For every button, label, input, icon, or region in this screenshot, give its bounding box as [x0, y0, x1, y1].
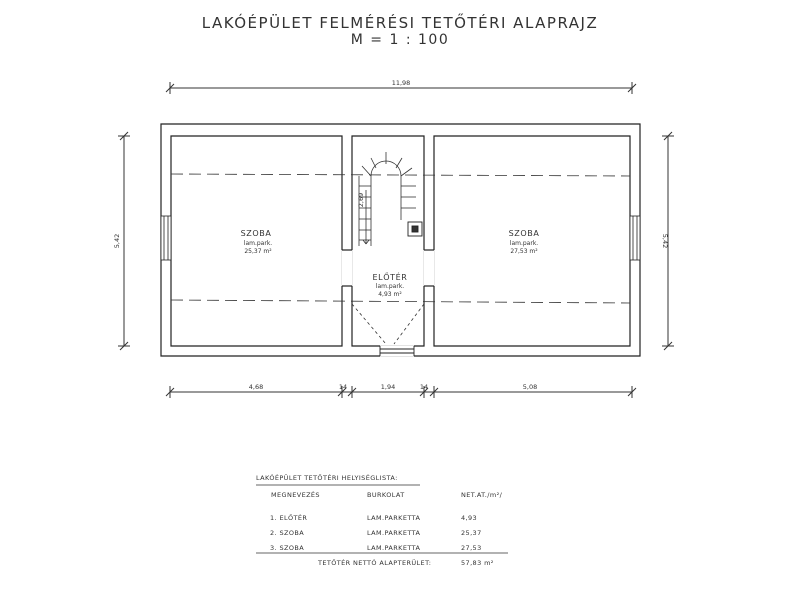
roof-line-upper: [170, 173, 631, 177]
drawing-scale: M = 1 : 100: [350, 32, 450, 48]
entrance-opening: [380, 345, 414, 357]
roof-line-lower: [170, 299, 631, 304]
building-walls: [160, 123, 641, 357]
dim-right-height: 5,42: [661, 234, 669, 248]
dim-bottom-4: 14: [420, 383, 428, 391]
dim-bottom-5: 5,08: [523, 383, 537, 391]
schedule-total-value: 57,83 m²: [461, 559, 494, 567]
schedule-col-name: MEGNEVEZÉS: [271, 491, 320, 499]
window-right: [629, 215, 641, 261]
schedule-total-label: TETŐTÉR NETTÓ ALAPTERÜLET:: [318, 559, 432, 567]
hall-door-swing: [351, 303, 425, 345]
dim-bottom-1: 4,68: [249, 383, 263, 391]
schedule-row-1-area: 4,93: [461, 514, 478, 522]
room-right-floor: lam.park.: [510, 240, 539, 247]
dim-overall-width: 11,98: [392, 79, 411, 87]
room-right-area: 27,53 m²: [510, 248, 538, 255]
schedule-row-3-name: 3. SZOBA: [270, 544, 305, 552]
staircase: [358, 152, 416, 246]
schedule-row-2-floor: LAM.PARKETTA: [367, 529, 421, 537]
dim-stair: 2,69: [357, 193, 365, 207]
room-hall-floor: lam.park.: [376, 283, 405, 290]
room-left-floor: lam.park.: [244, 240, 273, 247]
schedule-row-1-name: 1. ELŐTÉR: [270, 514, 308, 522]
schedule-col-floor: BURKOLAT: [367, 491, 405, 499]
room-hall-area: 4,93 m²: [378, 291, 402, 298]
room-left-name: SZOBA: [241, 229, 272, 238]
schedule-heading: LAKÓÉPÜLET TETŐTÉRI HELYISÉGLISTA:: [256, 474, 398, 482]
schedule-row-2-area: 25,37: [461, 529, 482, 537]
chimney: [407, 221, 423, 237]
room-right-name: SZOBA: [509, 229, 540, 238]
schedule-row-3-area: 27,53: [461, 544, 482, 552]
schedule-row-1-floor: LAM.PARKETTA: [367, 514, 421, 522]
room-left-area: 25,37 m²: [244, 248, 272, 255]
room-hall-name: ELŐTÉR: [373, 271, 408, 282]
schedule-row-2-name: 2. SZOBA: [270, 529, 305, 537]
schedule-row-3-floor: LAM.PARKETTA: [367, 544, 421, 552]
window-left: [160, 215, 172, 261]
schedule-col-area: NET.AT./m²/: [461, 491, 503, 499]
drawing-title: LAKÓÉPÜLET FELMÉRÉSI TETŐTÉRI ALAPRAJZ: [201, 14, 599, 32]
dim-left-height: 5,42: [113, 234, 121, 248]
dim-bottom-3: 1,94: [381, 383, 395, 391]
dim-bottom-2: 14: [339, 383, 347, 391]
